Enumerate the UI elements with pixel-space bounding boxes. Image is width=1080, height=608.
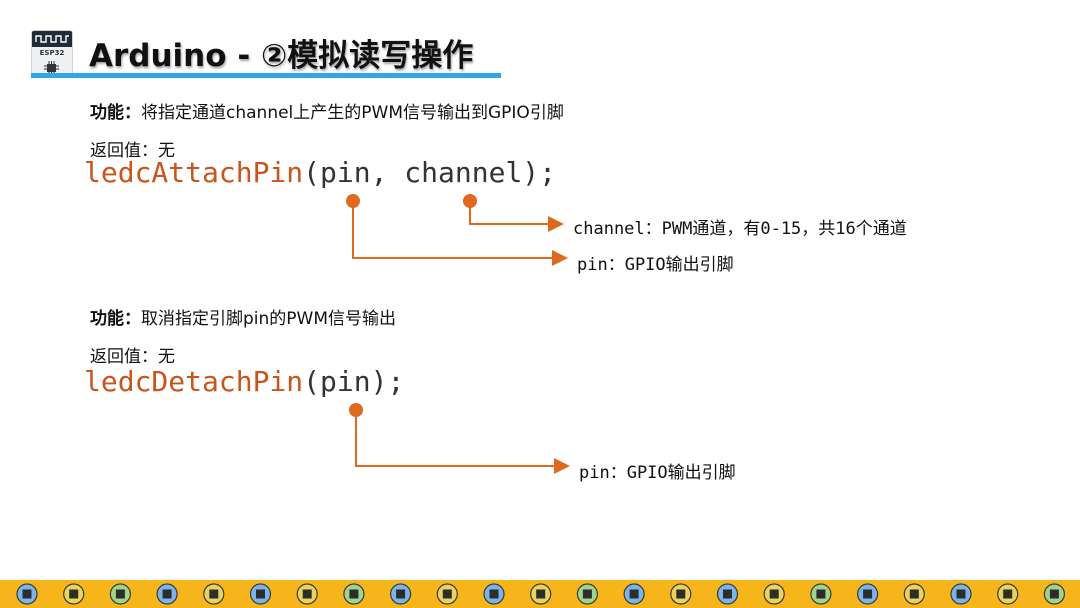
footer-chip-icon (997, 583, 1019, 605)
arrow-channel (469, 201, 564, 232)
footer-chip-icon (670, 583, 692, 605)
connector-arrows (346, 194, 570, 474)
channel-dot (463, 194, 477, 208)
code-ledcattachpin: ledcAttachPin(pin, channel); (84, 156, 556, 189)
return-text: 无 (158, 141, 175, 161)
function-label: 功能： (90, 103, 141, 123)
footer-chip-icon (63, 583, 85, 605)
footer-chip-icon (530, 583, 552, 605)
note-pin-1: pin：GPIO输出引脚 (577, 255, 734, 275)
footer-chip-icon (109, 583, 132, 605)
function-text: 取消指定引脚pin的PWM信号输出 (141, 309, 397, 329)
footer-chip-icon (390, 583, 412, 605)
footer-chip-icon (950, 583, 972, 605)
footer-chip-icon (856, 583, 879, 605)
footer-chip-icon (249, 583, 272, 605)
pin-dot-2 (349, 403, 363, 417)
footer-chip-icon (343, 583, 365, 605)
logo-text: ESP32 (39, 49, 65, 57)
function-name: ledcDetachPin (84, 365, 304, 398)
footer-chip-icon (576, 583, 599, 605)
footer-chip-icon (623, 583, 645, 605)
function-name: ledcAttachPin (84, 156, 304, 189)
code-ledcdetachpin: ledcDetachPin(pin); (84, 365, 404, 398)
footer-chip-icon (1043, 583, 1066, 605)
footer-chip-icon (763, 583, 785, 605)
arrow-pin-2 (355, 410, 570, 474)
pin-dot-1 (346, 194, 360, 208)
function-description-2: 功能：取消指定引脚pin的PWM信号输出 (90, 304, 396, 329)
footer-chip-icon (716, 583, 739, 605)
footer-chip-icons (16, 583, 1066, 605)
function-text: 将指定通道channel上产生的PWM信号输出到GPIO引脚 (141, 103, 564, 123)
note-channel: channel：PWM通道，有0-15，共16个通道 (573, 219, 907, 239)
arrow-pin-1 (352, 201, 568, 266)
note-pin-2: pin：GPIO输出引脚 (579, 463, 736, 483)
waveform-icon (32, 31, 72, 47)
footer-chip-icon (16, 583, 38, 605)
footer-chip-icon (203, 583, 225, 605)
function-args: (pin); (303, 365, 405, 398)
footer-chip-icon (903, 583, 925, 605)
footer-chip-icon (810, 583, 832, 605)
function-args: (pin, channel); (303, 156, 557, 189)
page-title: Arduino - ②模拟读写操作 (89, 38, 474, 74)
footer-chip-icon (156, 583, 178, 605)
return-text: 无 (158, 347, 175, 367)
title-underline (31, 73, 501, 78)
return-label: 返回值： (90, 347, 158, 367)
return-value-2: 返回值：无 (90, 342, 175, 367)
function-label: 功能： (90, 309, 141, 329)
footer-bar (0, 580, 1080, 608)
return-label: 返回值： (90, 141, 158, 161)
return-value-1: 返回值：无 (90, 136, 175, 161)
footer-chip-icon (296, 583, 318, 605)
function-description-1: 功能：将指定通道channel上产生的PWM信号输出到GPIO引脚 (90, 98, 564, 123)
footer-chip-icon (436, 583, 458, 605)
footer-chip-icon (483, 583, 505, 605)
